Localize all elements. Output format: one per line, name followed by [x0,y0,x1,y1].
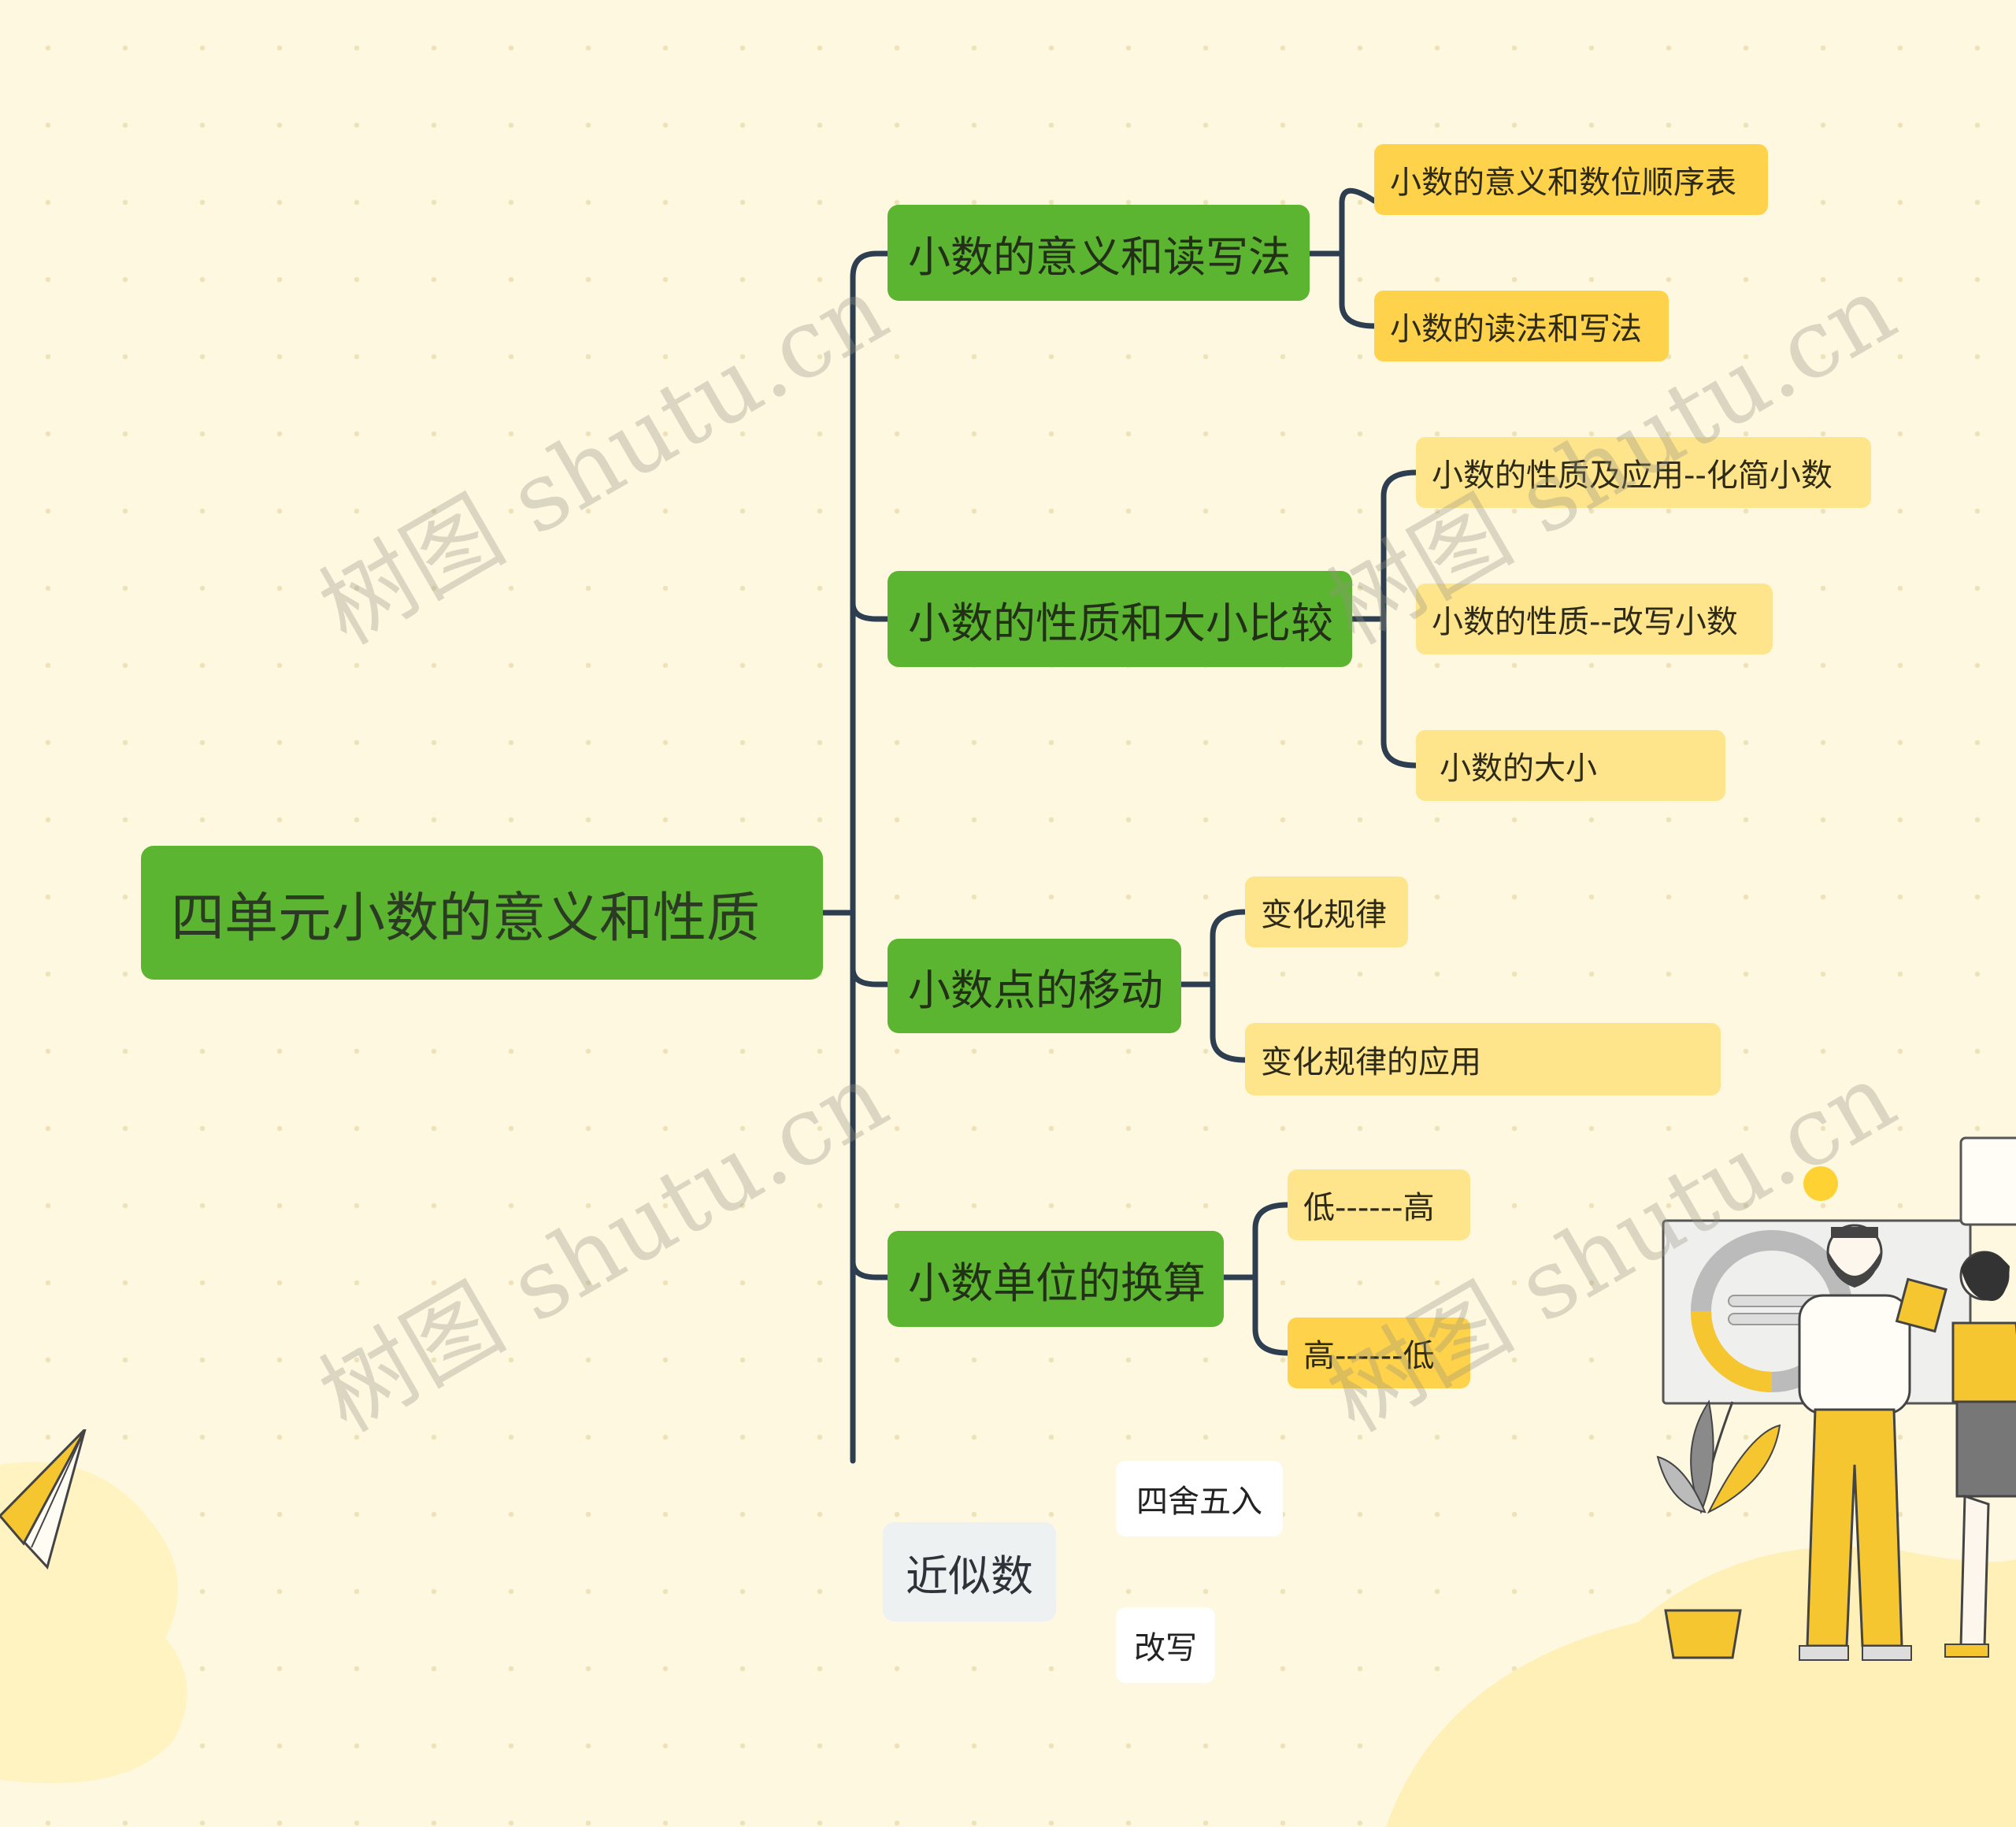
branch-node-unit-conversion[interactable]: 小数单位的换算 [888,1231,1224,1327]
leaf-node-size-comparison[interactable]: 小数的大小 [1416,730,1725,801]
branch-node-meaning-reading-writing[interactable]: 小数的意义和读写法 [888,205,1310,301]
floating-node-rewrite[interactable]: 改写 [1116,1607,1215,1683]
leaf-node-low-to-high[interactable]: 低------高 [1288,1169,1470,1240]
floating-node-approximation[interactable]: 近似数 [883,1522,1056,1621]
presentation-illustration [1656,1136,2016,1661]
leaf-node-change-rule[interactable]: 变化规律 [1245,876,1408,947]
floating-node-rounding[interactable]: 四舍五入 [1116,1461,1283,1536]
leaf-node-properties-simplify[interactable]: 小数的性质及应用--化简小数 [1416,437,1871,508]
root-node[interactable]: 四单元小数的意义和性质 [141,846,823,980]
leaf-node-properties-rewrite[interactable]: 小数的性质--改写小数 [1416,584,1773,654]
branch-node-decimal-point-movement[interactable]: 小数点的移动 [888,939,1181,1033]
decorative-blob-right [1386,1547,2016,1827]
leaf-node-change-rule-application[interactable]: 变化规律的应用 [1245,1023,1721,1095]
leaf-node-reading-writing[interactable]: 小数的读法和写法 [1374,291,1669,361]
leaf-node-meaning-place-value-table[interactable]: 小数的意义和数位顺序表 [1374,144,1768,215]
leaf-node-high-to-low[interactable]: 高------低 [1288,1317,1470,1388]
branch-node-properties-comparison[interactable]: 小数的性质和大小比较 [888,571,1352,667]
paper-plane-icon [0,1429,87,1570]
